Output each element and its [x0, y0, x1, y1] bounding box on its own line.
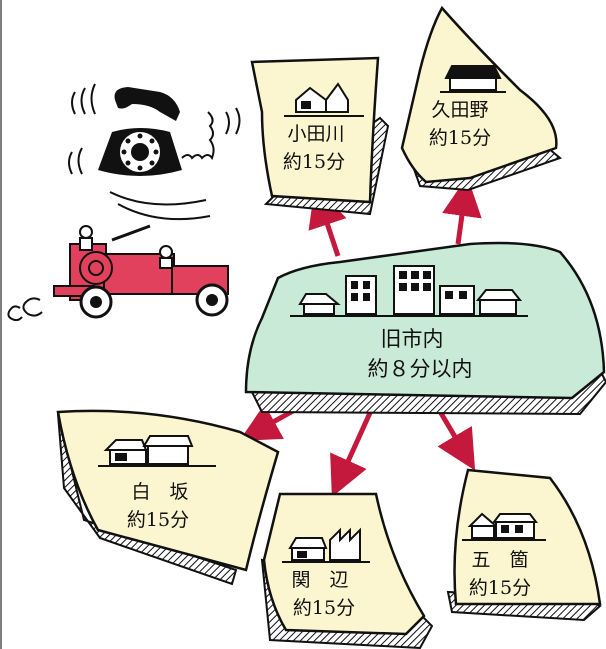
region-center-city: 旧市内 約８分以内: [244, 241, 606, 416]
center-name: 旧市内: [381, 327, 444, 351]
house-icon: [98, 435, 216, 467]
arrow-sekinobe: [330, 402, 377, 498]
region-time: 約15分: [127, 509, 189, 531]
region-goka: 五 箇 約15分: [446, 468, 602, 622]
fire-engine-icon: [7, 224, 229, 322]
region-time: 約15分: [283, 151, 345, 173]
arrow-kutano: [442, 176, 482, 245]
region-time: 約15分: [293, 597, 355, 619]
region-time: 約15分: [469, 577, 531, 599]
region-name: 小田川: [287, 123, 344, 145]
region-name: 久田野: [431, 99, 488, 121]
telephone-icon: [68, 83, 241, 221]
region-sekinobe: 関 辺 約15分: [260, 492, 434, 649]
region-shirasaka: 白 坂 約15分: [56, 409, 280, 586]
building-icon: [440, 65, 506, 93]
building-icon: [290, 265, 528, 317]
house-icon: [462, 512, 546, 541]
region-kutano: 久田野 約15分: [400, 5, 562, 192]
center-time: 約８分以内: [368, 357, 473, 381]
region-time: 約15分: [429, 127, 491, 149]
region-name: 五 箇: [471, 549, 528, 571]
region-name: 関 辺: [291, 569, 348, 591]
house-icon: [284, 82, 364, 117]
region-name: 白 坂: [131, 481, 188, 503]
factory-icon: [282, 527, 370, 563]
region-odagawa: 小田川 約15分: [250, 56, 390, 216]
